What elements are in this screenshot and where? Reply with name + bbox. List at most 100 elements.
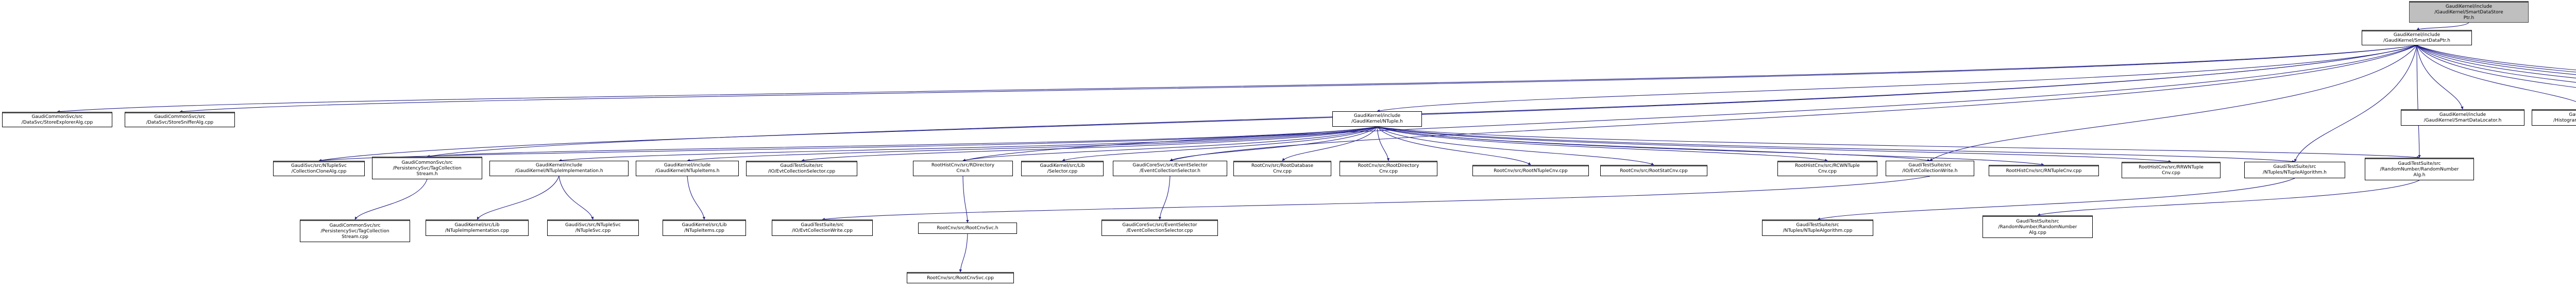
graph-node[interactable]: RootCnv/src/RootCnvSvc.h xyxy=(918,223,1017,234)
graph-node-label: GaudiKernel/src/Lib /NTupleImplementatio… xyxy=(445,223,510,233)
graph-node-label: GaudiKernel/src/Lib /Selector.cpp xyxy=(1040,163,1085,174)
graph-node[interactable]: GaudiKernel/include /GaudiKernel/NTuple.… xyxy=(1332,111,1422,127)
graph-node[interactable]: GaudiKernel/src/Lib /NTupleImplementatio… xyxy=(426,219,529,236)
graph-node-label: RootCnv/src/RootCnvSvc.cpp xyxy=(927,275,994,281)
graph-node-label: RootCnv/src/RootDirectory Cnv.cpp xyxy=(1358,163,1419,174)
graph-node-label: GaudiKernel/src/Lib /NTupleItems.cpp xyxy=(682,223,727,233)
graph-edge xyxy=(1062,126,1378,162)
graph-node-label: GaudiTestSuite/src /Histograms/HistoAlgo… xyxy=(2553,112,2576,123)
graph-node[interactable]: GaudiTestSuite/src /IO/EvtCollectionWrit… xyxy=(1886,161,1974,176)
graph-edge xyxy=(2416,45,2421,158)
graph-edge xyxy=(427,126,1378,158)
graph-node[interactable]: GaudiCommonSvc/src /DataSvc/StoreExplore… xyxy=(2,112,112,127)
graph-edge xyxy=(179,45,2417,113)
graph-edge xyxy=(1377,126,1828,162)
graph-node[interactable]: GaudiCommonSvc/src /PersistencySvc/TagCo… xyxy=(372,157,482,179)
graph-node-label: RootCnv/src/RootNTupleCnv.cpp xyxy=(1494,168,1568,174)
graph-node[interactable]: RootHistCnv/src/RRWNTuple Cnv.cpp xyxy=(2122,162,2221,178)
graph-node[interactable]: GaudiSvc/src/NTupleSvc /NTupleSvc.cpp xyxy=(547,219,639,236)
graph-edge xyxy=(962,126,1378,162)
graph-node[interactable]: GaudiTestSuite/src /RandomNumber/RandomN… xyxy=(2365,158,2474,180)
graph-edge xyxy=(477,176,560,220)
edge-layer xyxy=(57,22,2576,273)
graph-edge xyxy=(962,45,2417,162)
graph-edge xyxy=(1377,126,1531,165)
graph-edge xyxy=(2294,45,2417,162)
graph-edge xyxy=(1282,126,1378,161)
graph-edge xyxy=(1170,126,1378,161)
graph-node-label: GaudiTestSuite/src /NTuples/NTupleAlgori… xyxy=(1783,223,1853,233)
graph-edge xyxy=(1377,126,1930,162)
graph-edge xyxy=(2416,45,2576,79)
graph-node[interactable]: RootCnv/src/RootDirectory Cnv.cpp xyxy=(1340,161,1437,176)
graph-node[interactable]: GaudiSvc/src/NTupleSvc /CollectionCloneA… xyxy=(273,161,365,176)
graph-node-label: RootHistCnv/src/RCWNTuple Cnv.cpp xyxy=(1795,163,1860,174)
graph-node-label: GaudiKernel/include /GaudiKernel/NTupleI… xyxy=(515,163,603,174)
graph-node[interactable]: GaudiTestSuite/src /NTuples/NTupleAlgori… xyxy=(2244,162,2345,178)
graph-node[interactable]: GaudiCoreSvc/src/EventSelector /EventCol… xyxy=(1101,219,1218,236)
graph-node[interactable]: GaudiTestSuite/src /IO/EvtCollectionWrit… xyxy=(772,219,873,236)
graph-node-label: RootCnv/src/RootStatCnv.cpp xyxy=(1620,168,1688,174)
graph-node-label: GaudiKernel/include /GaudiKernel/SmartDa… xyxy=(2424,112,2502,123)
graph-node-label: GaudiCoreSvc/src/EventSelector /EventCol… xyxy=(1132,163,1208,174)
graph-edge xyxy=(822,176,1930,221)
graph-edge xyxy=(1377,126,1654,165)
graph-edge xyxy=(687,176,706,220)
graph-node[interactable]: GaudiKernel/src/Lib /NTupleItems.cpp xyxy=(663,219,746,236)
graph-node[interactable]: GaudiTestSuite/src /IO/EvtCollectionSele… xyxy=(746,161,857,176)
graph-node[interactable]: GaudiKernel/include /GaudiKernel/SmartDa… xyxy=(2401,109,2524,126)
graph-edge xyxy=(962,176,969,223)
graph-node-label: GaudiTestSuite/src /IO/EvtCollectionWrit… xyxy=(1902,163,1958,174)
graph-node[interactable]: RootHistCnv/src/RCWNTuple Cnv.cpp xyxy=(1777,161,1877,176)
graph-node[interactable]: RootCnv/src/RootNTupleCnv.cpp xyxy=(1472,165,1589,176)
graph-node-label: RootHistCnv/src/RNTupleCnv.cpp xyxy=(2006,168,2082,174)
graph-node-label: GaudiCoreSvc/src/EventSelector /EventCol… xyxy=(1122,223,1197,233)
graph-node-label: GaudiKernel/include /GaudiKernel/NTupleI… xyxy=(655,163,720,174)
graph-node[interactable]: RootHistCnv/src/RNTupleCnv.cpp xyxy=(1989,165,2099,176)
graph-node[interactable]: GaudiTestSuite/src /NTuples/NTupleAlgori… xyxy=(1762,219,1873,236)
graph-node[interactable]: RootCnv/src/RootStatCnv.cpp xyxy=(1600,165,1707,176)
graph-edge xyxy=(1170,45,2417,162)
graph-node-label: GaudiCommonSvc/src /DataSvc/StoreExplore… xyxy=(21,114,93,125)
graph-edge xyxy=(2416,45,2576,83)
graph-node-label: GaudiTestSuite/src /RandomNumber/RandomN… xyxy=(1998,218,2077,235)
graph-edge xyxy=(2416,45,2464,110)
graph-edge xyxy=(2416,45,2576,75)
graph-edge xyxy=(687,126,1378,162)
graph-node[interactable]: GaudiCommonSvc/src /DataSvc/StoreSniffer… xyxy=(125,112,235,127)
graph-node[interactable]: GaudiKernel/include /GaudiKernel/SmartDa… xyxy=(2362,30,2472,45)
graph-node-label: RootHistCnv/src/RDirectory Cnv.h xyxy=(931,163,995,174)
graph-node-label: GaudiCommonSvc/src /PersistencySvc/TagCo… xyxy=(320,223,389,240)
graph-edge xyxy=(2416,45,2576,71)
graph-node[interactable]: GaudiKernel/src/Lib /Selector.cpp xyxy=(1021,161,1104,176)
graph-node-root[interactable]: GaudiKernel/include /GaudiKernel/SmartDa… xyxy=(2409,1,2529,23)
graph-node[interactable]: GaudiKernel/include /GaudiKernel/NTupleI… xyxy=(489,161,629,176)
graph-node-label: GaudiKernel/include /GaudiKernel/NTuple.… xyxy=(1351,113,1403,124)
graph-node-label: GaudiSvc/src/NTupleSvc /NTupleSvc.cpp xyxy=(565,223,621,233)
graph-edge xyxy=(959,233,968,273)
graph-node-label: RootHistCnv/src/RRWNTuple Cnv.cpp xyxy=(2139,165,2204,176)
graph-node[interactable]: GaudiKernel/include /GaudiKernel/NTupleI… xyxy=(636,161,739,176)
graph-edge xyxy=(801,126,1378,162)
graph-edge xyxy=(2416,45,2576,102)
graph-edge xyxy=(2416,45,2576,88)
graph-node-label: RootCnv/src/RootDatabase Cnv.cpp xyxy=(1251,163,1314,174)
graph-edge xyxy=(2037,180,2420,216)
graph-node[interactable]: RootHistCnv/src/RDirectory Cnv.h xyxy=(913,161,1013,176)
graph-node-label: GaudiKernel/include /GaudiKernel/SmartDa… xyxy=(2434,4,2503,21)
graph-edge xyxy=(1377,126,1390,161)
graph-edge xyxy=(558,176,594,220)
graph-node-label: GaudiCommonSvc/src /DataSvc/StoreSniffer… xyxy=(146,114,214,125)
graph-node[interactable]: RootCnv/src/RootDatabase Cnv.cpp xyxy=(1233,161,1331,176)
graph-node[interactable]: GaudiCommonSvc/src /PersistencySvc/TagCo… xyxy=(300,219,410,242)
graph-node[interactable]: GaudiTestSuite/src /Histograms/HistoAlgo… xyxy=(2532,109,2576,126)
graph-node[interactable]: GaudiCoreSvc/src/EventSelector /EventCol… xyxy=(1113,161,1227,176)
graph-edge xyxy=(1817,178,2295,220)
graph-edge xyxy=(2416,22,2469,30)
graph-node[interactable]: RootCnv/src/RootCnvSvc.cpp xyxy=(907,272,1014,283)
graph-node-label: GaudiTestSuite/src /NTuples/NTupleAlgori… xyxy=(2262,164,2327,175)
graph-edge xyxy=(1377,45,2417,112)
graph-node[interactable]: GaudiTestSuite/src /RandomNumber/RandomN… xyxy=(1982,215,2093,238)
graph-edge xyxy=(1377,126,2044,166)
